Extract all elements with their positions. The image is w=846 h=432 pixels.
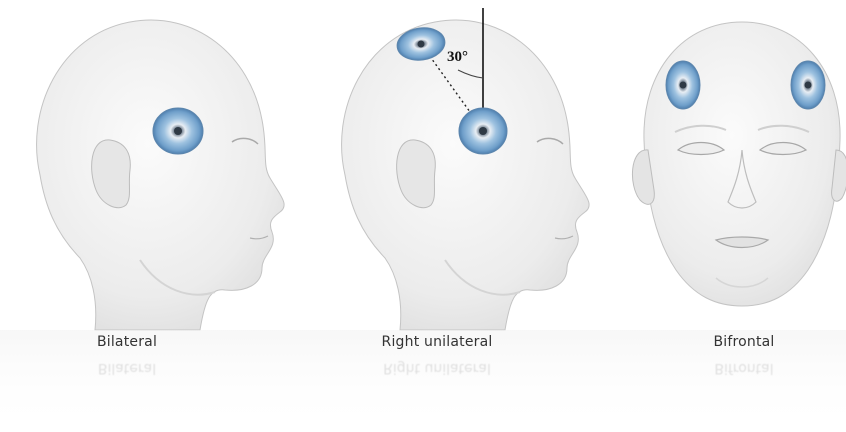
electrode-bilateral-temporal (153, 108, 203, 154)
caption-bilateral-reflection: Bilateral (27, 360, 227, 376)
caption-right-unilateral-reflection: Right unilateral (337, 360, 537, 376)
electrode-bifrontal-left (791, 61, 825, 109)
caption-right-unilateral: Right unilateral (337, 334, 537, 350)
head-bilateral (37, 20, 285, 330)
head-right-unilateral (342, 20, 590, 330)
angle-label: 30° (447, 49, 468, 66)
caption-bifrontal: Bifrontal (644, 334, 844, 350)
electrode-bifrontal-right (666, 61, 700, 109)
caption-bifrontal-reflection: Bifrontal (644, 360, 844, 376)
electrode-unilateral-temporal (459, 108, 507, 154)
caption-bilateral: Bilateral (27, 334, 227, 350)
